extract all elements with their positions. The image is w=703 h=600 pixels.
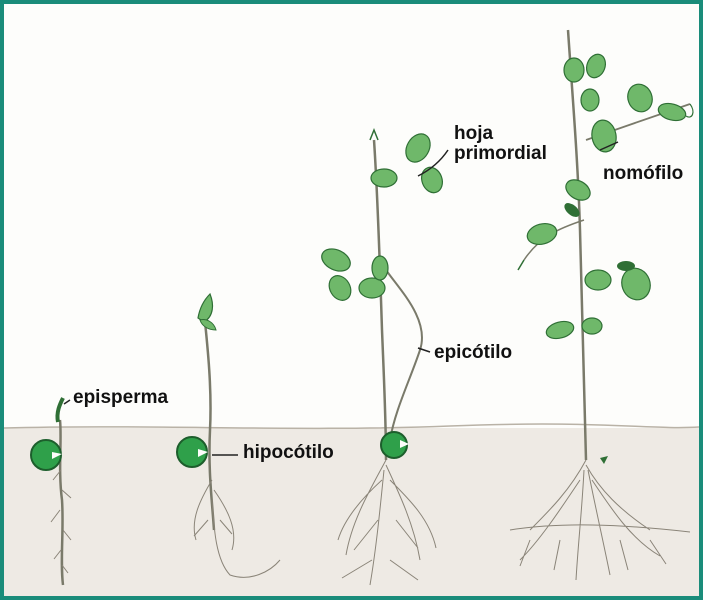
label-episperma: episperma xyxy=(73,388,168,408)
label-epicotilo: epicótilo xyxy=(434,343,512,363)
label-hipocotilo: hipocótilo xyxy=(243,443,334,463)
label-hoja-primordial-line1: hoja xyxy=(454,124,547,144)
label-hoja-primordial: hoja primordial xyxy=(454,124,547,164)
soil-area xyxy=(4,428,699,596)
label-hoja-primordial-line2: primordial xyxy=(454,144,547,164)
label-nomofilo: nomófilo xyxy=(603,164,699,184)
